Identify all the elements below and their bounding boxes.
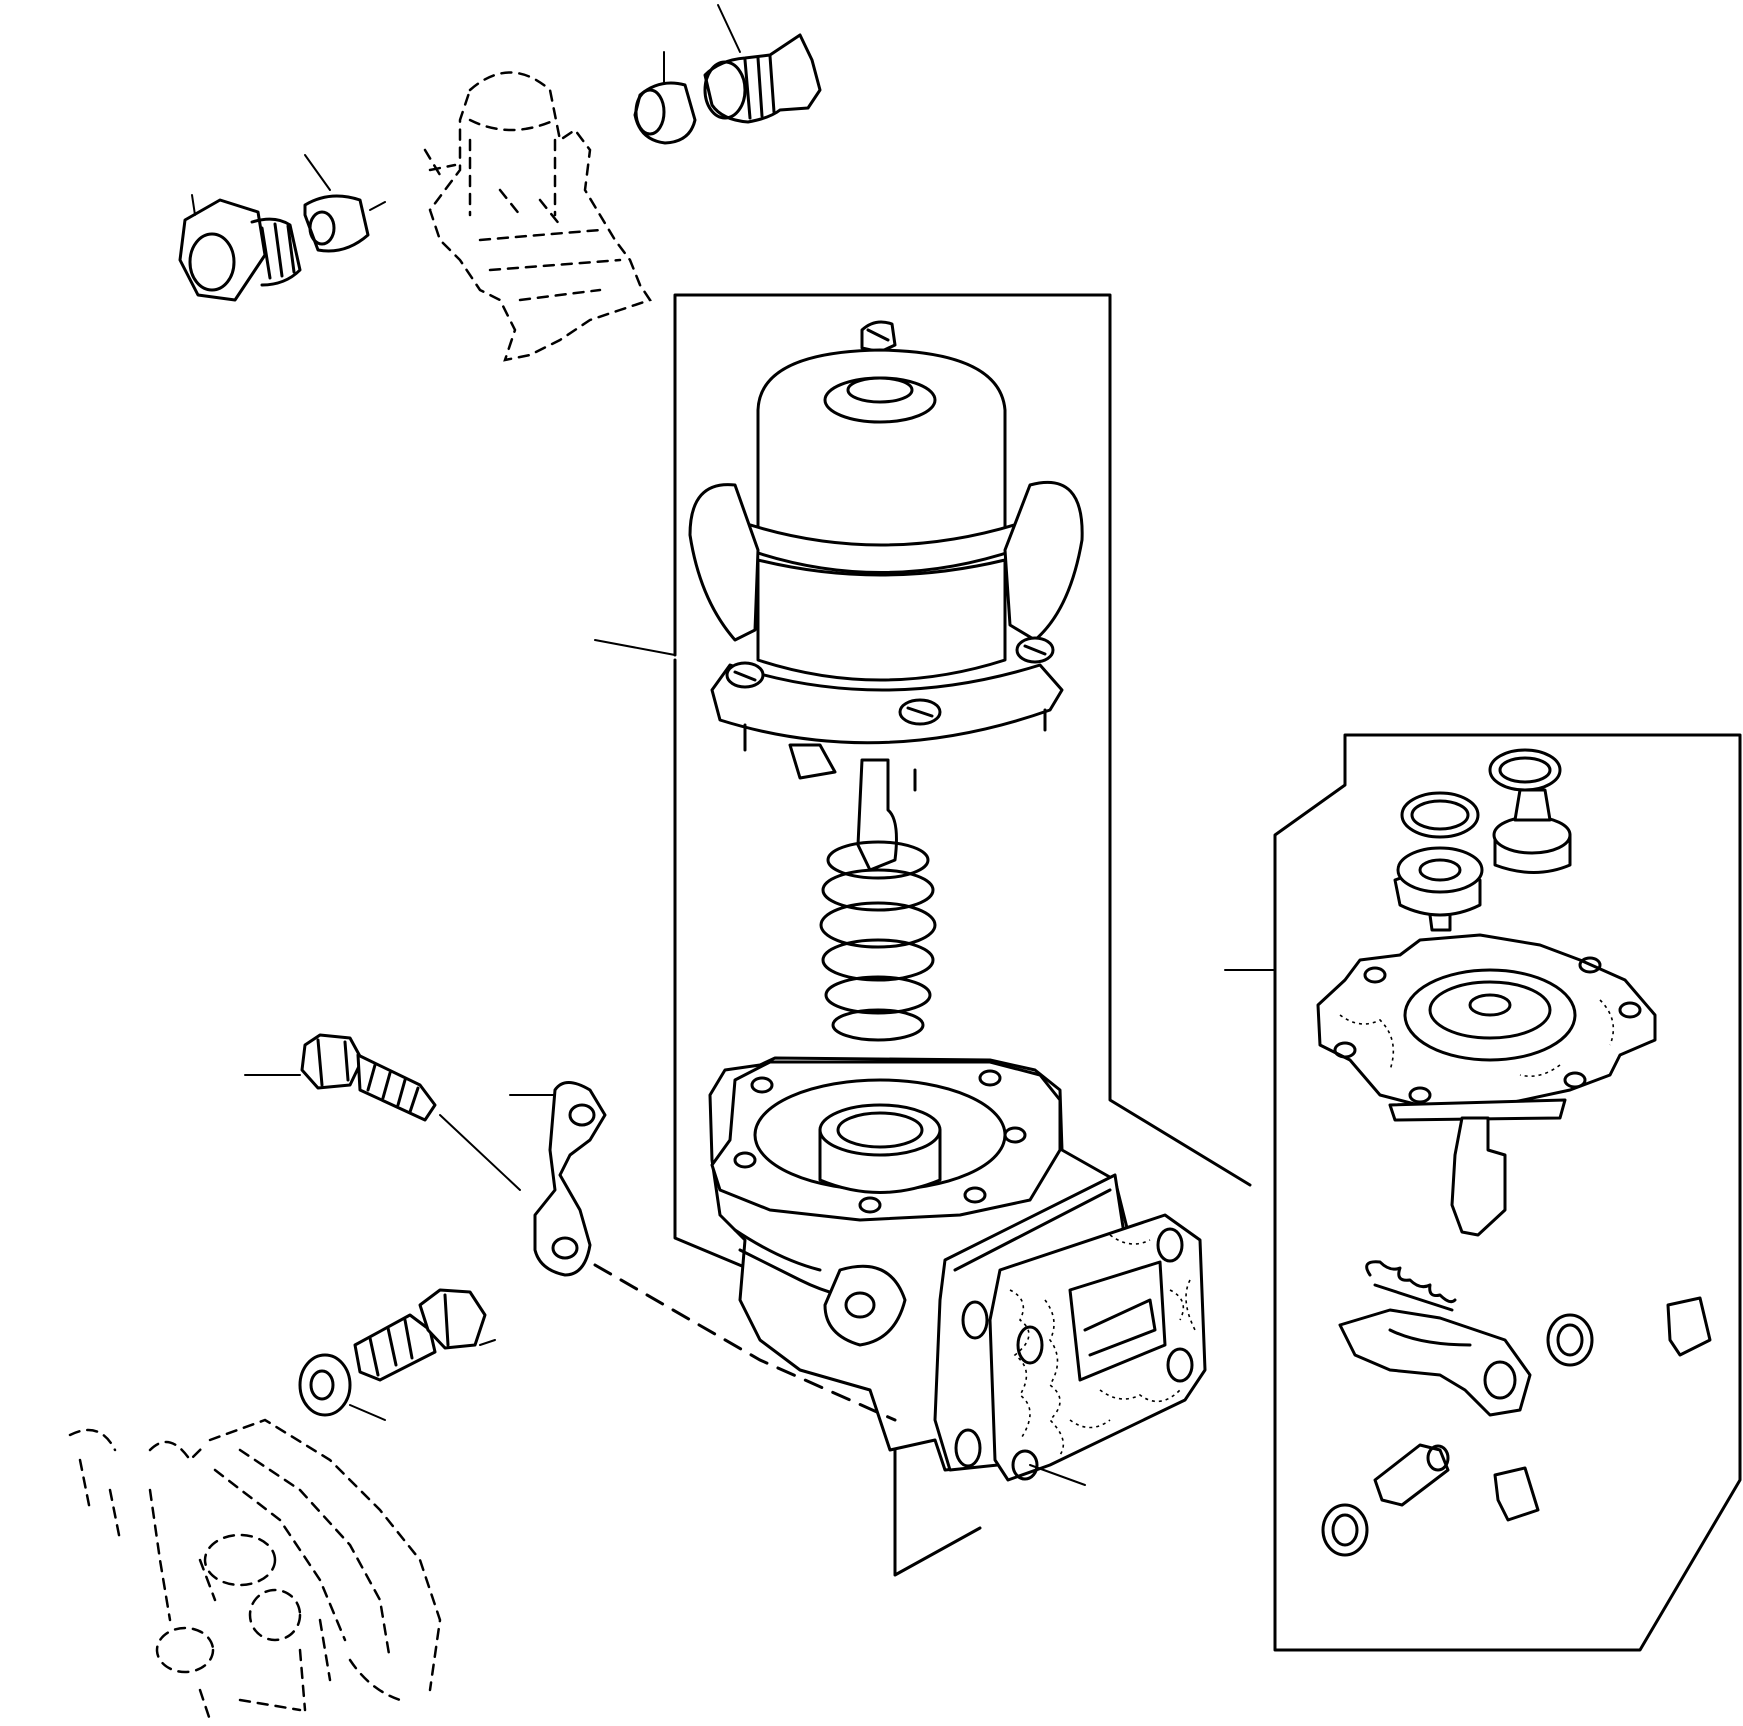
small-spring [1365, 1260, 1457, 1312]
check-valve-inlet [1393, 846, 1484, 932]
kit-bracket-frame [1273, 733, 1742, 1652]
spring-washer [298, 1353, 386, 1421]
banjo-nut-left [178, 194, 302, 302]
mounting-flange-reference [68, 1418, 442, 1722]
leader-gasket [1029, 1464, 1086, 1486]
assembly-axis-line [593, 1263, 897, 1422]
leader-cover-assembly [594, 639, 676, 656]
threaded-plug-top [703, 4, 822, 124]
return-spring [819, 840, 937, 1042]
pin-circlips [1321, 1466, 1540, 1557]
sealing-washer-top [633, 51, 697, 145]
diaphragm [1316, 933, 1657, 1237]
cover-assembly [688, 320, 1084, 872]
pump-reference-silhouette [423, 71, 652, 362]
rocker-pin [1373, 1443, 1450, 1507]
hex-bolt-upper [244, 1033, 521, 1191]
valve-seal-rings [1400, 748, 1562, 839]
rocker-arm [1338, 1308, 1532, 1417]
sealing-washer-left [303, 154, 386, 253]
rocker-shims [1546, 1296, 1712, 1367]
lock-plate [509, 1081, 607, 1277]
check-valve-outlet [1492, 788, 1572, 874]
hex-bolt-lower [353, 1288, 496, 1382]
flange-gasket [988, 1213, 1207, 1482]
